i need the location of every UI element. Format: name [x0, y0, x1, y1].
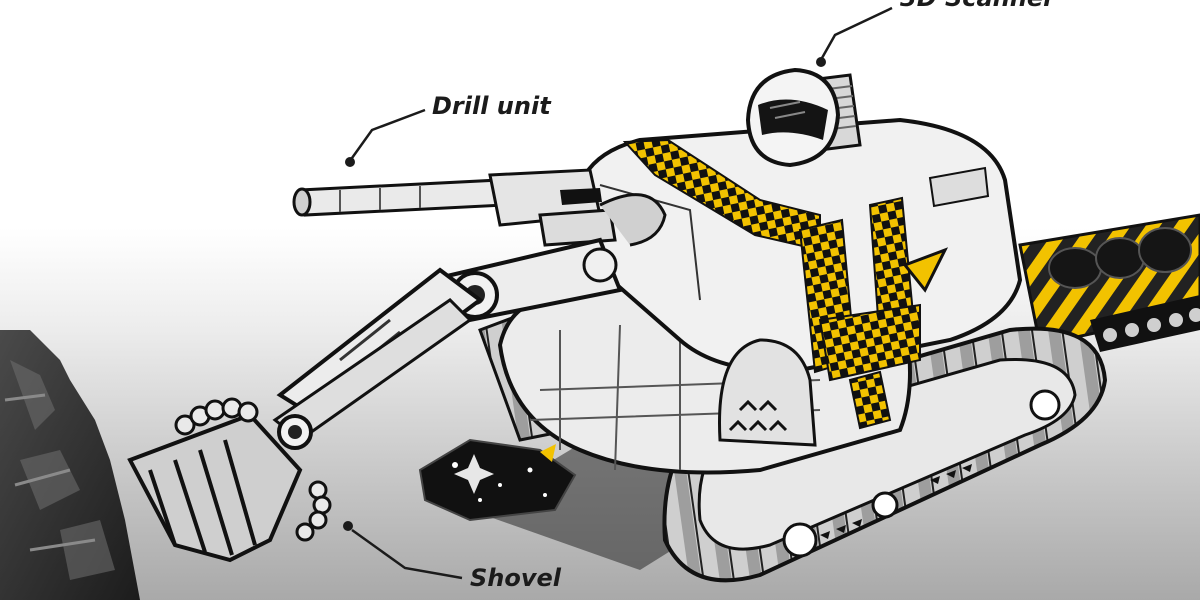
scanner-label: 3D Scanner [900, 0, 1055, 12]
robot-body [497, 117, 1023, 475]
callout-leaders [350, 6, 893, 580]
shovel-leader-line [351, 528, 463, 580]
conveyor-belt [1018, 213, 1200, 352]
scanner-leader-dot [816, 57, 826, 67]
scanner-head [745, 67, 862, 168]
drill-unit-label: Drill unit [432, 92, 551, 120]
arm-assembly [272, 237, 623, 450]
drill-leader-dot [345, 157, 355, 167]
ore-rocks [418, 438, 577, 522]
scanner-leader-line [820, 6, 893, 59]
callout-dots [343, 57, 826, 531]
drill-unit [292, 168, 667, 247]
shovel-label: Shovel [470, 564, 562, 592]
shovel-leader-dot [343, 521, 353, 531]
shovel [127, 397, 332, 563]
drill-leader-line [350, 108, 426, 159]
rock-cliff [0, 330, 140, 600]
